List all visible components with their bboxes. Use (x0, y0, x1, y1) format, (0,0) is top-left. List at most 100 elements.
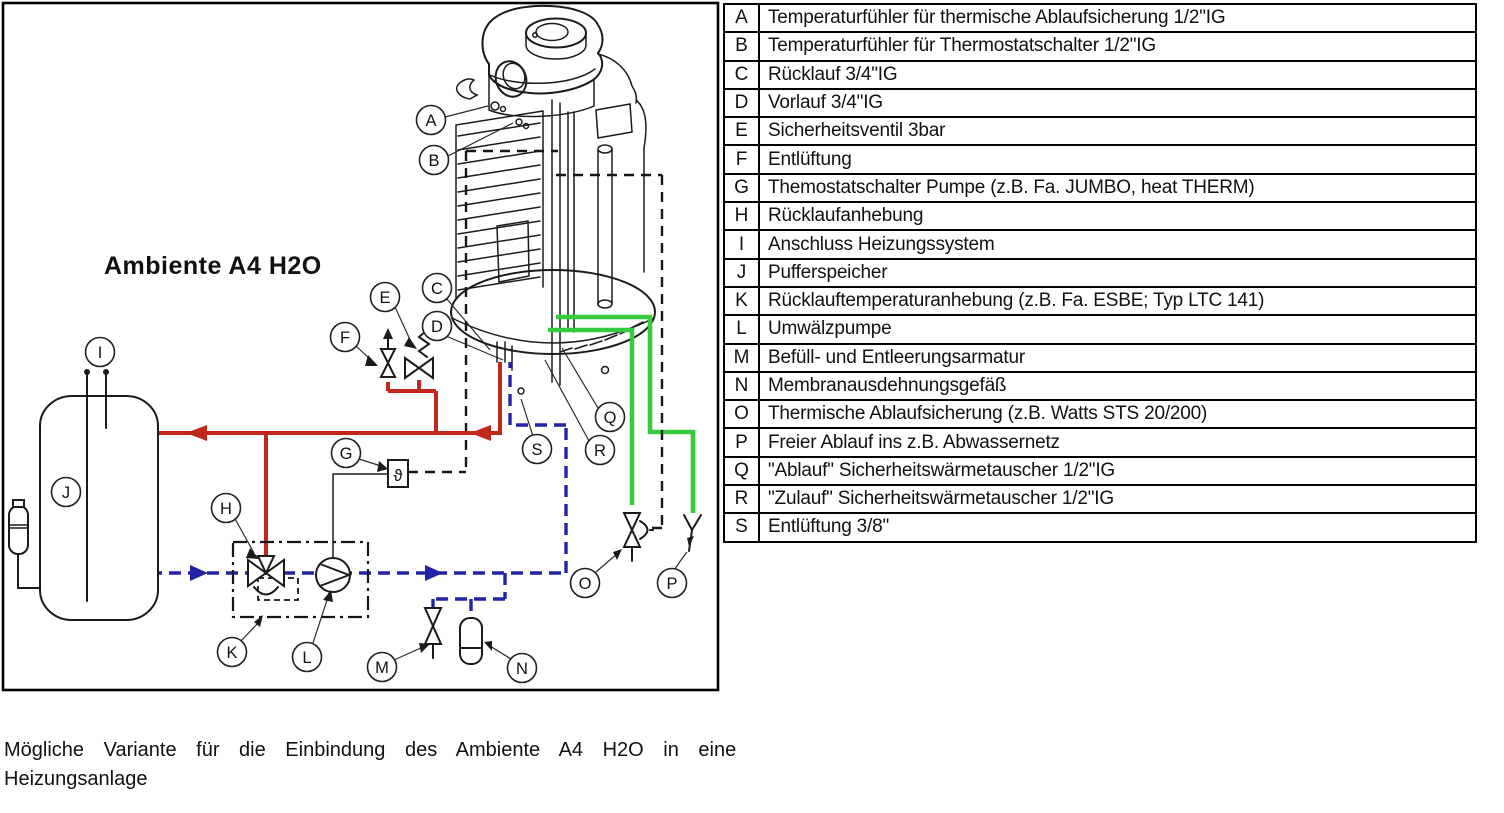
mixing-group-box (231, 540, 370, 619)
svg-text:I: I (98, 344, 103, 362)
buffer-tank (39, 369, 159, 621)
legend-label: Temperaturfühler für Thermostatschalter … (758, 31, 1477, 62)
label-P: P (656, 567, 688, 599)
drain-funnel (683, 514, 702, 552)
thermal-drain-valve (622, 512, 654, 562)
label-G: G (330, 437, 362, 469)
label-E: E (369, 281, 401, 313)
label-K: K (216, 636, 248, 668)
legend-key: M (723, 342, 760, 373)
label-R: R (584, 434, 616, 466)
legend-key: K (723, 285, 760, 317)
svg-text:R: R (594, 442, 606, 460)
thermostat-switch: ϑ (332, 459, 409, 559)
stove-illustration (450, 4, 656, 395)
svg-text:K: K (226, 644, 237, 662)
label-L: L (291, 641, 323, 673)
label-D: D (421, 310, 453, 342)
diagram-title: Ambiente A4 H2O (104, 252, 322, 280)
pipe-flow (150, 362, 502, 435)
pipe-safety-hx-outlet (556, 314, 696, 513)
legend-label: Freier Ablauf ins z.B. Abwassernetz (758, 427, 1477, 458)
pipe-return-branch (431, 573, 507, 618)
return-arrow (425, 565, 443, 581)
diagram-border (1, 1, 720, 692)
svg-text:F: F (340, 329, 350, 347)
pipe-safety-hx-inlet (548, 327, 635, 505)
sensor-line-thermal-valve (556, 173, 664, 530)
legend-key: G (723, 172, 760, 204)
diagram-canvas: ϑ (1, 1, 720, 692)
legend-key: H (723, 201, 760, 232)
legend-label: Thermische Ablaufsicherung (z.B. Watts S… (758, 399, 1477, 430)
svg-text:H: H (220, 500, 232, 518)
safety-valve (404, 329, 434, 380)
membrane-expansion-vessel (459, 617, 483, 665)
return-arrow (190, 565, 208, 581)
circulation-pump (315, 557, 352, 593)
label-M: M (366, 651, 398, 683)
flow-arrow (186, 425, 207, 441)
label-A: A (415, 104, 447, 136)
legend-key: O (723, 399, 760, 430)
svg-text:C: C (431, 280, 443, 298)
legend-label: Umwälzpumpe (758, 314, 1477, 345)
fill-drain-valve (423, 607, 443, 659)
svg-text:D: D (431, 318, 443, 336)
legend-label: Rücklaufanhebung (758, 201, 1477, 232)
svg-text:P: P (666, 575, 677, 593)
legend-row: Q"Ablauf" Sicherheitswärmetauscher 1/2"I… (723, 455, 1477, 487)
legend-label: "Ablauf" Sicherheitswärmetauscher 1/2"IG (758, 455, 1477, 487)
legend-key: N (723, 370, 760, 402)
label-S: S (521, 433, 553, 465)
three-way-valve (247, 555, 285, 596)
svg-text:Q: Q (604, 409, 617, 427)
legend-label: Rücklauf 3/4"IG (758, 59, 1477, 90)
label-C: C (421, 272, 453, 304)
legend-label: Vorlauf 3/4"IG (758, 87, 1477, 119)
svg-text:N: N (516, 660, 528, 678)
legend-key: C (723, 59, 760, 90)
legend-key: B (723, 31, 760, 62)
svg-text:G: G (340, 445, 353, 463)
label-B: B (418, 144, 450, 176)
label-I: I (84, 336, 116, 368)
legend-label: Membranausdehnungsgefäß (758, 370, 1477, 402)
legend-label: Sicherheitsventil 3bar (758, 116, 1477, 147)
legend-key: D (723, 87, 760, 119)
legend-label: Befüll- und Entleerungsarmatur (758, 342, 1477, 373)
svg-text:J: J (62, 484, 70, 502)
sensor-line-thermostat (408, 149, 558, 474)
legend-label: Themostatschalter Pumpe (z.B. Fa. JUMBO,… (758, 172, 1477, 204)
legend-row: R"Zulauf" Sicherheitswärmetauscher 1/2"I… (723, 484, 1477, 515)
legend-key: L (723, 314, 760, 345)
thermostat-symbol: ϑ (393, 467, 402, 485)
label-N: N (506, 652, 538, 684)
legend-label: "Zulauf" Sicherheitswärmetauscher 1/2"IG (758, 484, 1477, 515)
legend-key: Q (723, 455, 760, 487)
caption: Mögliche Variante für die Einbindung des… (4, 736, 774, 794)
legend-key: A (723, 2, 760, 34)
air-vent-valve (379, 328, 397, 378)
hydraulic-diagram: ϑ (0, 0, 720, 692)
legend-key: R (723, 484, 760, 515)
tank-expansion-vessel (8, 499, 41, 589)
leader-lines (233, 105, 688, 661)
label-F: F (329, 321, 361, 353)
legend-key: I (723, 229, 760, 260)
